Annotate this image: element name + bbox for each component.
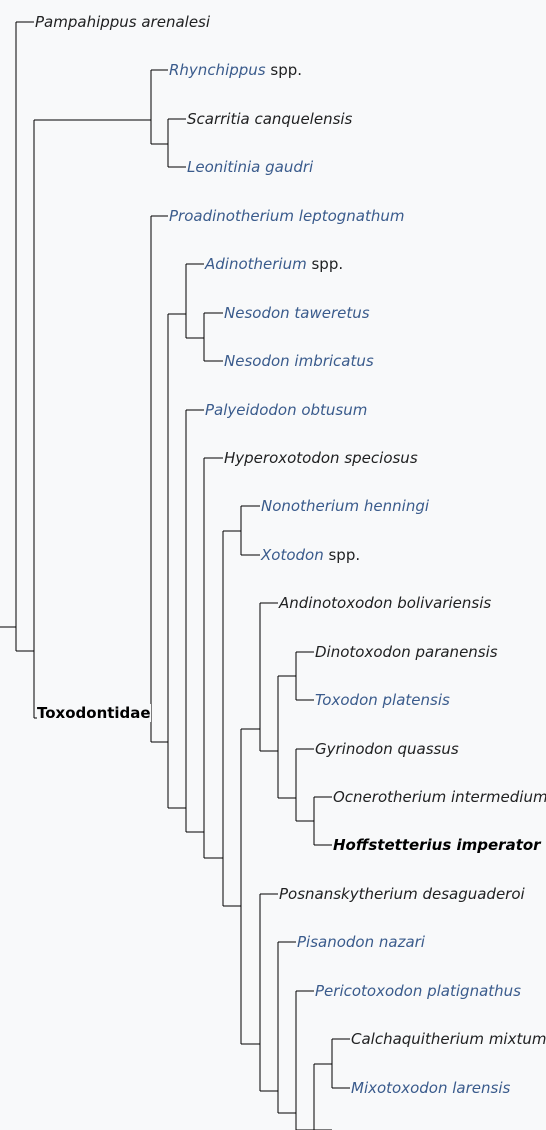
taxon-name: Pampahippus arenalesi	[35, 13, 211, 31]
taxon-label[interactable]: Palyeidodon obtusum	[205, 401, 368, 419]
taxon-label[interactable]: Toxodon platensis	[315, 691, 450, 709]
taxon-name: Dinotoxodon paranensis	[315, 643, 498, 661]
taxon-label: Hoffstetterius imperator	[333, 836, 541, 854]
clade-label-toxodontidae: Toxodontidae	[37, 704, 151, 722]
taxon-label[interactable]: Xotodon spp.	[261, 546, 361, 564]
taxon-label: Dinotoxodon paranensis	[315, 643, 498, 661]
taxon-label: Andinotoxodon bolivariensis	[279, 594, 492, 612]
taxon-name: Calchaquitherium mixtum	[351, 1030, 546, 1048]
taxon-label[interactable]: Nonotherium henningi	[261, 497, 430, 515]
taxon-label: Gyrinodon quassus	[315, 740, 459, 758]
taxon-label[interactable]: Nesodon taweretus	[224, 304, 370, 322]
taxon-name: Nesodon taweretus	[224, 304, 370, 322]
taxon-label[interactable]: Adinotherium spp.	[205, 255, 344, 273]
taxon-suffix: spp.	[265, 61, 303, 79]
taxon-name: Adinotherium	[205, 255, 307, 273]
taxon-label: Scarritia canquelensis	[187, 110, 353, 128]
taxon-suffix: spp.	[323, 546, 361, 564]
taxon-name: Hyperoxotodon speciosus	[224, 449, 418, 467]
taxon-label[interactable]: Proadinotherium leptognathum	[169, 207, 405, 225]
taxon-label: Pampahippus arenalesi	[35, 13, 211, 31]
taxon-name: Hoffstetterius imperator	[333, 836, 541, 854]
taxon-name: Nonotherium henningi	[261, 497, 430, 515]
taxon-name: Posnanskytherium desaguaderoi	[279, 885, 525, 903]
taxon-name: Xotodon	[261, 546, 324, 564]
taxon-label[interactable]: Rhynchippus spp.	[169, 61, 303, 79]
taxon-label: Calchaquitherium mixtum	[351, 1030, 546, 1048]
taxon-name: Nesodon imbricatus	[224, 352, 374, 370]
taxon-name: Andinotoxodon bolivariensis	[279, 594, 492, 612]
taxon-name: Leonitinia gaudri	[187, 158, 314, 176]
taxon-label[interactable]: Pericotoxodon platignathus	[315, 982, 521, 1000]
taxon-name: Mixotoxodon larensis	[351, 1079, 511, 1097]
taxon-label[interactable]: Pisanodon nazari	[297, 933, 425, 951]
taxon-name: Palyeidodon obtusum	[205, 401, 368, 419]
taxon-label[interactable]: Mixotoxodon larensis	[351, 1079, 511, 1097]
taxon-name: Proadinotherium leptognathum	[169, 207, 405, 225]
taxon-label: Posnanskytherium desaguaderoi	[279, 885, 525, 903]
taxon-name: Gyrinodon quassus	[315, 740, 459, 758]
taxon-name: Pisanodon nazari	[297, 933, 425, 951]
taxon-name: Toxodon platensis	[315, 691, 450, 709]
taxon-name: Scarritia canquelensis	[187, 110, 353, 128]
taxon-label: Hyperoxotodon speciosus	[224, 449, 418, 467]
taxon-name: Rhynchippus	[169, 61, 266, 79]
taxon-suffix: spp.	[306, 255, 344, 273]
taxon-name: Ocnerotherium intermedium	[333, 788, 546, 806]
taxon-label[interactable]: Nesodon imbricatus	[224, 352, 374, 370]
taxon-label[interactable]: Leonitinia gaudri	[187, 158, 314, 176]
taxon-label: Ocnerotherium intermedium	[333, 788, 546, 806]
taxon-name: Pericotoxodon platignathus	[315, 982, 521, 1000]
